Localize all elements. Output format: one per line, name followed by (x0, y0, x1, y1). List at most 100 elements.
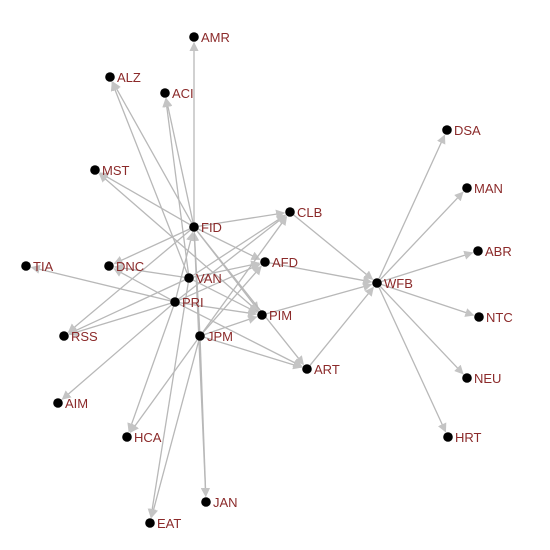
node-label: WFB (384, 276, 413, 291)
node-neu[interactable]: NEU (462, 371, 501, 386)
node-dot[interactable] (443, 432, 453, 442)
node-dot[interactable] (105, 72, 115, 82)
edge-pim-wfb (266, 282, 373, 315)
node-dot[interactable] (462, 373, 472, 383)
node-jpm[interactable]: JPM (195, 329, 233, 344)
node-dot[interactable] (372, 278, 382, 288)
node-dot[interactable] (90, 165, 100, 175)
node-wfb[interactable]: WFB (372, 276, 413, 291)
node-label: AIM (65, 396, 88, 411)
edge-van-clb (192, 214, 286, 276)
node-label: EAT (157, 516, 181, 531)
node-label: AFD (272, 255, 298, 270)
edge-van-alz (110, 81, 188, 274)
node-amr[interactable]: AMR (189, 30, 230, 45)
node-jan[interactable]: JAN (201, 495, 238, 510)
edge-wfb-neu (379, 286, 464, 375)
edge-van-rss (68, 279, 185, 335)
node-dot[interactable] (260, 257, 270, 267)
node-dot[interactable] (145, 518, 155, 528)
node-rss[interactable]: RSS (59, 329, 98, 344)
node-hrt[interactable]: HRT (443, 430, 482, 445)
node-aci[interactable]: ACI (160, 86, 194, 101)
node-dot[interactable] (201, 497, 211, 507)
node-mst[interactable]: MST (90, 163, 130, 178)
node-label: TIA (33, 259, 54, 274)
node-dsa[interactable]: DSA (442, 123, 481, 138)
node-label: MAN (474, 181, 503, 196)
node-dot[interactable] (59, 331, 69, 341)
node-dot[interactable] (53, 398, 63, 408)
node-label: RSS (71, 329, 98, 344)
node-label: DSA (454, 123, 481, 138)
node-dot[interactable] (462, 183, 472, 193)
node-abr[interactable]: ABR (473, 244, 512, 259)
node-ntc[interactable]: NTC (474, 310, 513, 325)
node-dot[interactable] (160, 88, 170, 98)
node-dot[interactable] (170, 297, 180, 307)
node-label: CLB (297, 205, 322, 220)
edge-pri-tia (30, 264, 171, 302)
node-dot[interactable] (302, 364, 312, 374)
node-tia[interactable]: TIA (21, 259, 54, 274)
edge-fid-alz (112, 81, 193, 224)
node-afd[interactable]: AFD (260, 255, 298, 270)
edge-fid-dnc (113, 228, 190, 265)
node-dot[interactable] (104, 261, 114, 271)
edge-pri-pim (179, 302, 258, 318)
node-label: ART (314, 362, 340, 377)
node-label: HCA (134, 430, 162, 445)
node-dot[interactable] (189, 32, 199, 42)
node-label: VAN (196, 271, 222, 286)
edge-layer (30, 41, 475, 519)
node-label: ACI (172, 86, 194, 101)
edge-fid-afd (198, 228, 261, 261)
edge-fid-jan (193, 231, 210, 498)
edge-pri-afd (179, 263, 261, 301)
node-clb[interactable]: CLB (285, 205, 322, 220)
node-label: JAN (213, 495, 238, 510)
node-label: NEU (474, 371, 501, 386)
edge-fid-mst (99, 172, 191, 226)
node-dot[interactable] (189, 222, 199, 232)
node-aim[interactable]: AIM (53, 396, 88, 411)
edge-pri-aim (61, 304, 172, 400)
node-label: HRT (455, 430, 482, 445)
node-pim[interactable]: PIM (257, 308, 292, 323)
edge-van-pim (192, 279, 258, 313)
node-eat[interactable]: EAT (145, 516, 181, 531)
edge-pri-fid (175, 231, 195, 298)
node-dot[interactable] (122, 432, 132, 442)
edge-fid-aci (163, 97, 194, 223)
node-label: PIM (269, 308, 292, 323)
node-dot[interactable] (473, 246, 483, 256)
edge-art-wfb (309, 286, 374, 366)
node-dot[interactable] (474, 312, 484, 322)
edge-pri-art (178, 303, 303, 367)
node-hca[interactable]: HCA (122, 430, 162, 445)
node-dot[interactable] (184, 273, 194, 283)
edge-pri-hca (127, 306, 175, 433)
node-label: ABR (485, 244, 512, 259)
edge-fid-art (196, 230, 304, 366)
node-fid[interactable]: FID (189, 220, 222, 235)
node-alz[interactable]: ALZ (105, 70, 141, 85)
edge-wfb-hrt (378, 287, 447, 433)
edge-fid-rss (67, 229, 191, 333)
node-dot[interactable] (21, 261, 31, 271)
node-dot[interactable] (442, 125, 452, 135)
edge-fid-clb (198, 209, 286, 227)
node-dot[interactable] (195, 331, 205, 341)
node-label: AMR (201, 30, 230, 45)
edge-wfb-man (379, 191, 464, 280)
node-dot[interactable] (257, 310, 267, 320)
node-man[interactable]: MAN (462, 181, 503, 196)
node-art[interactable]: ART (302, 362, 340, 377)
edge-jpm-pim (204, 315, 258, 336)
node-dot[interactable] (285, 207, 295, 217)
node-van[interactable]: VAN (184, 271, 222, 286)
node-dnc[interactable]: DNC (104, 259, 144, 274)
node-pri[interactable]: PRI (170, 295, 204, 310)
node-label: JPM (207, 329, 233, 344)
